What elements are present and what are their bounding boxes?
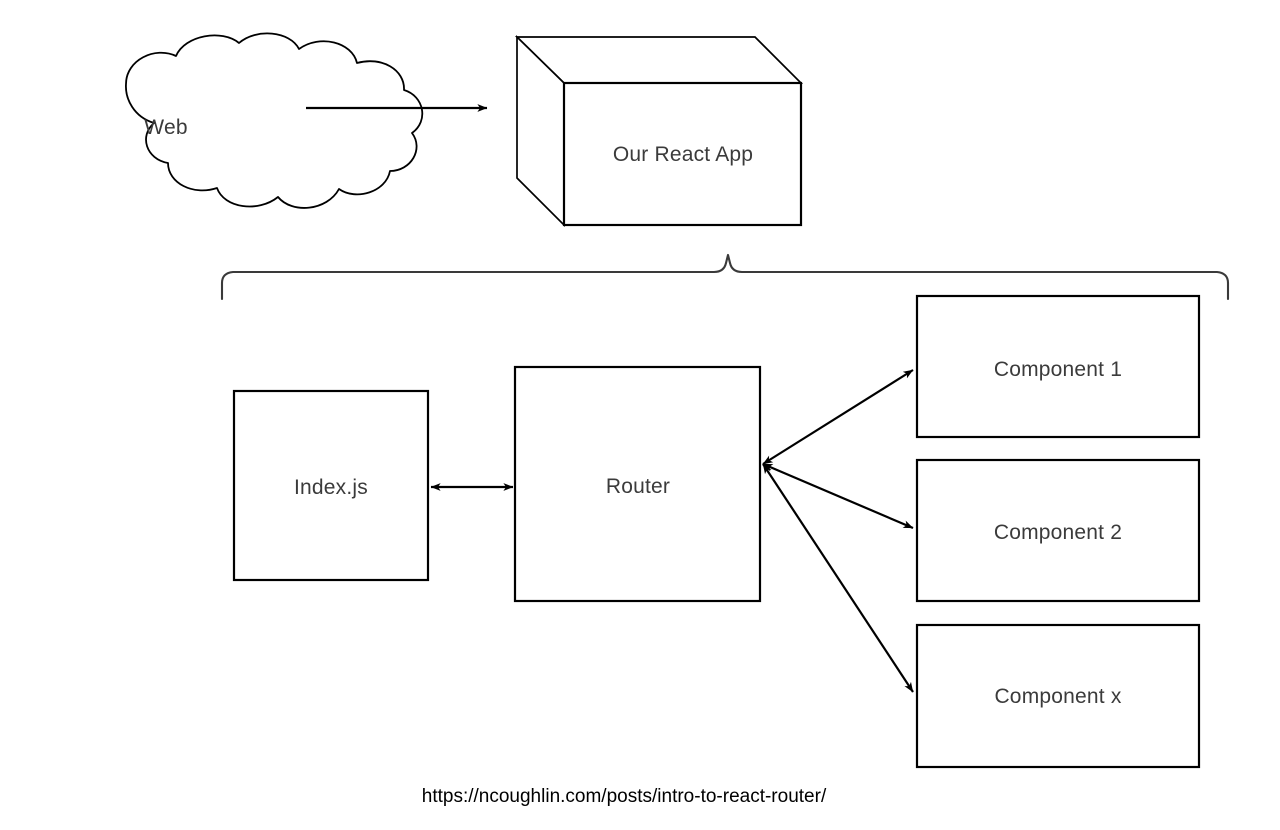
node-label-index-js: Index.js — [294, 476, 368, 499]
connector-router-component-2 — [762, 462, 914, 530]
node-label-component-2: Component 2 — [993, 521, 1123, 544]
node-label-router: Router — [605, 475, 671, 498]
connector-router-component-x — [762, 463, 914, 693]
node-label-react-app: Our React App — [612, 143, 754, 166]
node-label-component-x: Component x — [994, 685, 1122, 708]
node-web-cloud[interactable] — [125, 32, 424, 209]
node-label-web-cloud: Web — [144, 116, 188, 139]
source-url-caption: https://ncoughlin.com/posts/intro-to-rea… — [421, 786, 827, 807]
connector-app-scope-brace — [220, 253, 1230, 301]
node-label-component-1: Component 1 — [993, 358, 1123, 381]
node-component-x[interactable] — [915, 623, 1201, 769]
node-index-js[interactable] — [232, 389, 430, 582]
node-component-1[interactable] — [915, 294, 1201, 439]
node-router[interactable] — [513, 365, 762, 603]
connector-router-component-1 — [762, 369, 914, 465]
node-component-2[interactable] — [915, 458, 1201, 603]
node-react-app[interactable] — [514, 34, 804, 228]
